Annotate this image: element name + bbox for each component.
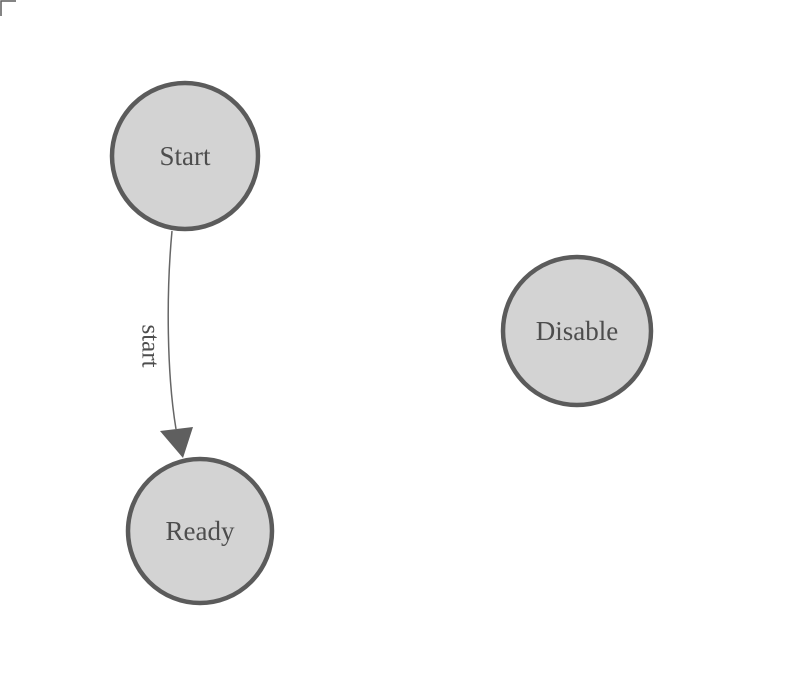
arrowhead-icon (160, 427, 193, 458)
page-corner-mark (0, 0, 16, 16)
edge-start-ready[interactable] (167, 230, 177, 430)
node-ready[interactable] (125, 456, 275, 606)
edge-label: start (137, 324, 164, 367)
node-label-start: Start (160, 141, 211, 171)
node-start[interactable] (109, 80, 261, 232)
node-disable[interactable] (500, 254, 654, 408)
node-label-ready: Ready (166, 516, 235, 546)
node-label-disable: Disable (536, 316, 618, 346)
